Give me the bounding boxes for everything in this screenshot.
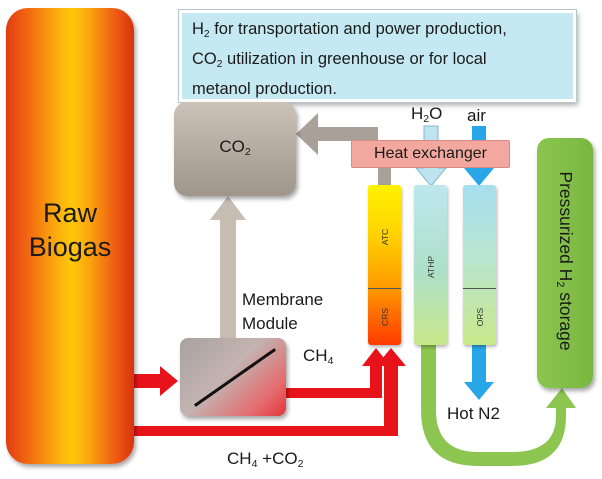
membrane-label: Membrane Module <box>242 288 323 336</box>
raw-biogas-label-line1: Raw <box>42 198 97 228</box>
h2o-label: H2O <box>411 104 442 125</box>
mix-label-sub2: 2 <box>297 457 304 470</box>
info-line-1-post: for transportation and power production, <box>209 20 507 38</box>
hot-n2-outlet-arrow <box>464 345 494 400</box>
raw-biogas-label: Raw Biogas <box>6 196 134 264</box>
ors-divider <box>463 288 496 289</box>
ch4-co2-label: CH4 +CO2 <box>227 449 303 470</box>
mix-label-sub1: 4 <box>251 457 258 470</box>
membrane-label-line1: Membrane <box>242 290 324 309</box>
atc-crs-column <box>368 185 401 345</box>
atc-label: ATC <box>380 228 390 246</box>
info-line-3: metanol production. <box>192 79 337 98</box>
storage-label-post: storage <box>556 287 577 351</box>
ch4-label-sub: 4 <box>327 354 334 367</box>
membrane-label-line2: Module <box>242 314 298 333</box>
heat-exchanger-box <box>351 140 510 168</box>
ch4-to-crs-arrow <box>286 348 390 398</box>
biogas-to-membrane-arrow <box>134 366 178 396</box>
ors-column <box>463 185 496 345</box>
mix-label-mid: +CO <box>257 449 298 468</box>
raw-biogas-label-line2: Biogas <box>28 232 112 262</box>
co2-label-sub: 2 <box>244 145 251 158</box>
info-line-2-sub: 2 <box>216 58 223 70</box>
info-box <box>178 9 577 103</box>
air-label: air <box>467 106 486 125</box>
h2-storage-label: Pressurized H2 storage <box>554 166 576 356</box>
co2-label-pre: CO <box>219 137 245 156</box>
ch4-label-pre: CH <box>303 346 328 365</box>
co2-permeate-arrow <box>210 196 246 338</box>
info-line-1-sub: 2 <box>203 28 210 40</box>
storage-label-pre: Pressurized H <box>556 171 577 282</box>
info-line-1-pre: H <box>192 20 204 38</box>
info-line-2-pre: CO <box>192 49 217 68</box>
h2-storage-tank <box>537 138 593 388</box>
co2-label: CO2 <box>174 137 296 158</box>
info-text: H2 for transportation and power producti… <box>192 17 564 101</box>
h2o-label-sub: 2 <box>423 112 430 125</box>
hot-n2-label: Hot N2 <box>447 404 500 423</box>
raw-biogas-source <box>6 8 134 464</box>
info-line-2-post: utilization in greenhouse or for local <box>222 49 487 68</box>
co2-box <box>174 102 296 196</box>
h2o-label-post: O <box>429 104 443 123</box>
heat-exchanger-label: Heat exchanger <box>374 145 487 162</box>
athp-column <box>414 185 447 345</box>
h2o-label-pre: H <box>411 104 424 123</box>
athp-label: ATHP <box>426 255 436 279</box>
ors-label: ORS <box>475 307 485 327</box>
ch4-label: CH4 <box>303 346 333 367</box>
info-line-2: CO2 utilization in greenhouse or for loc… <box>192 47 564 77</box>
co2-recycle-arrow <box>296 113 391 185</box>
mix-label-pre1: CH <box>227 449 252 468</box>
crs-label: CRS <box>380 308 390 326</box>
info-line-1: H2 for transportation and power producti… <box>192 17 564 47</box>
bypass-to-crs-arrow <box>134 348 406 436</box>
atc-crs-divider <box>368 288 401 289</box>
